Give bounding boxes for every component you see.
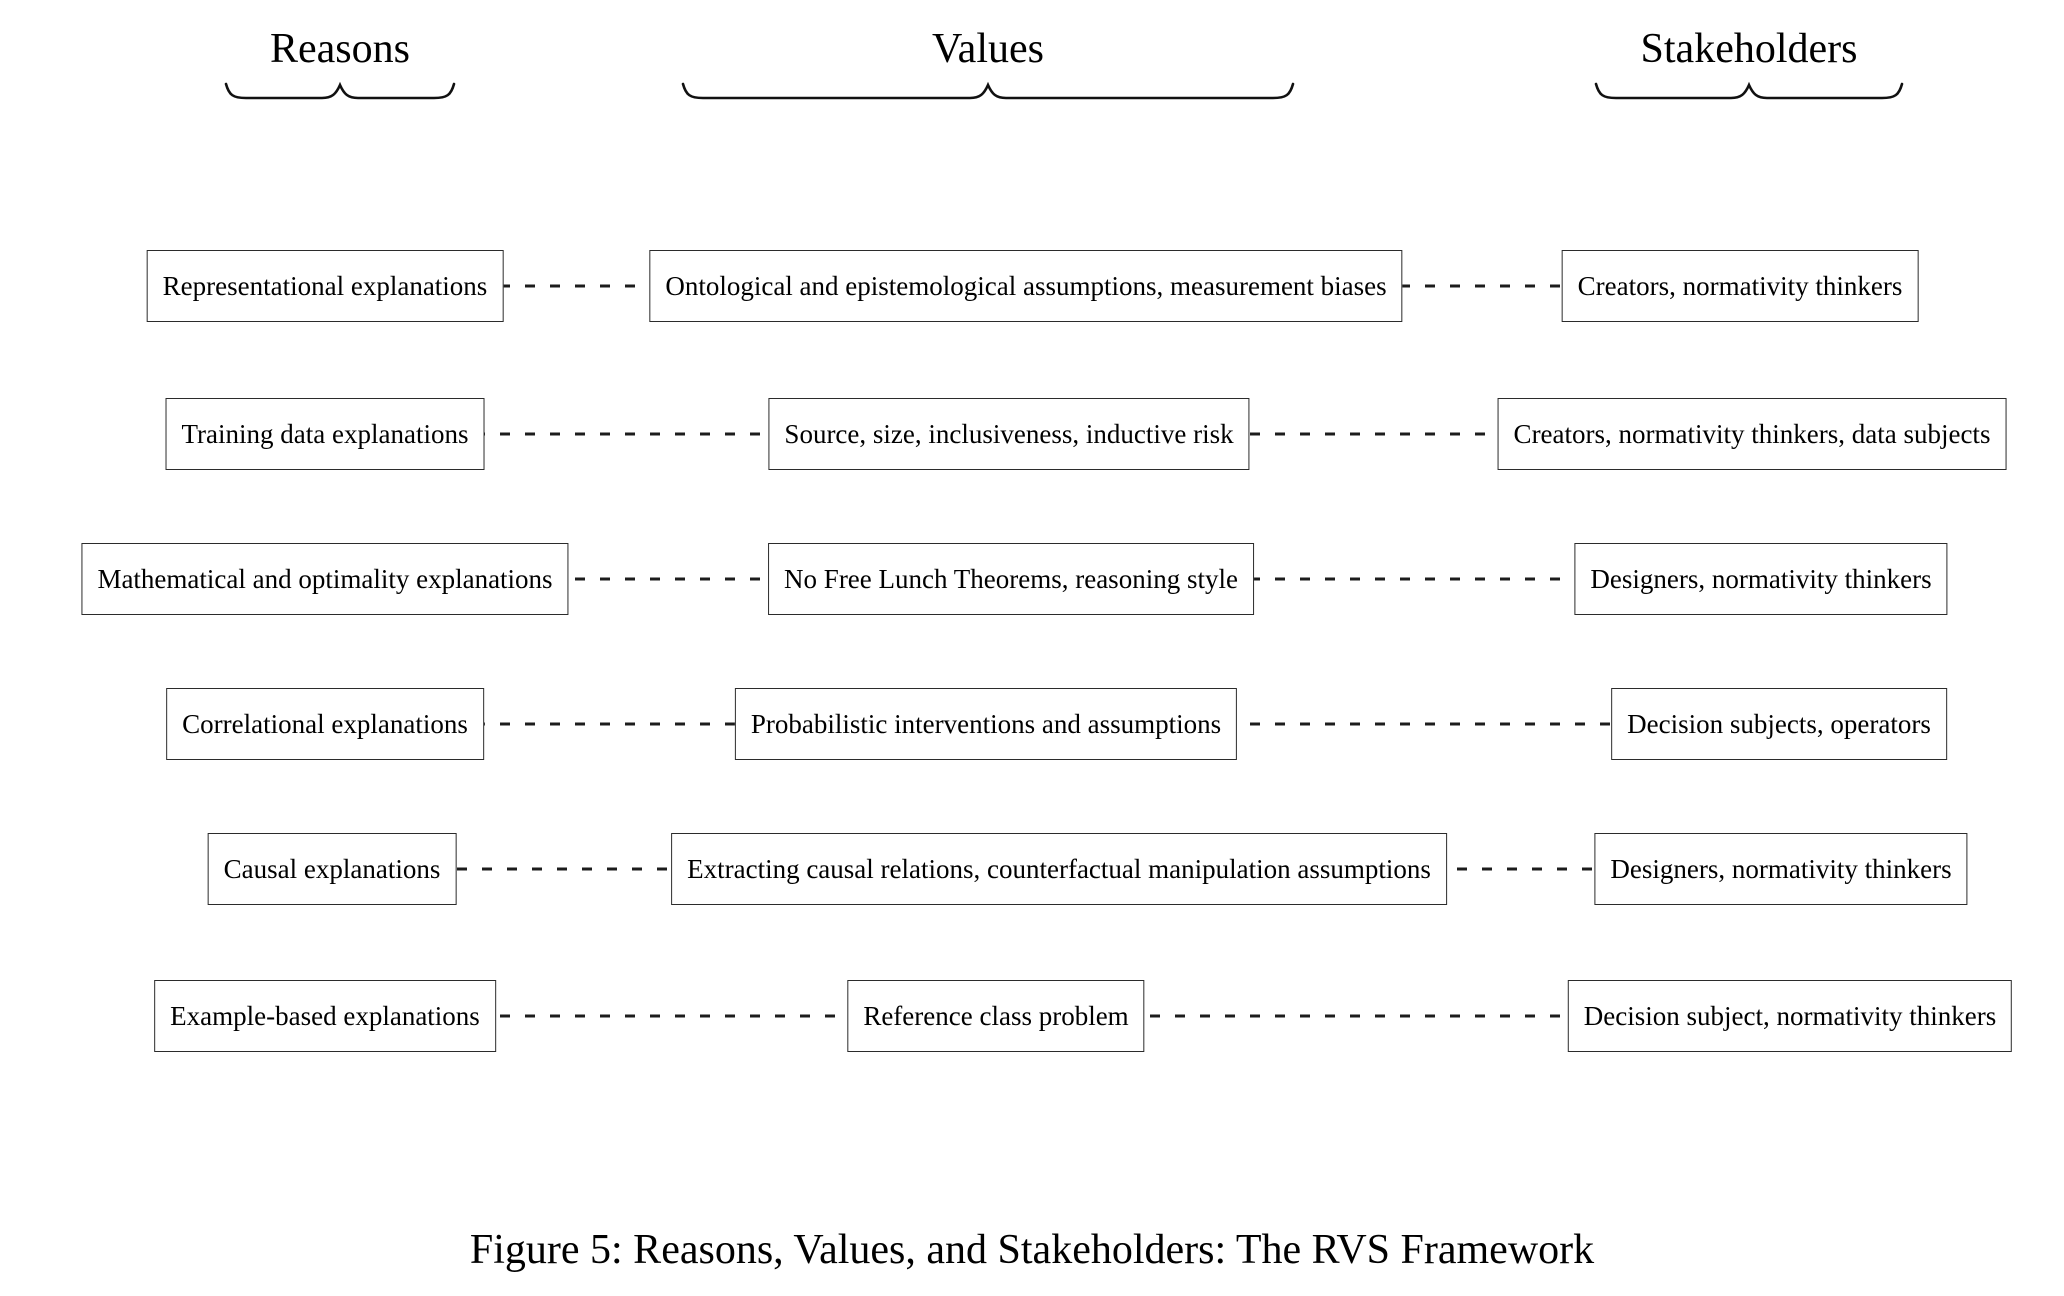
- column-header-reasons: Reasons: [270, 26, 410, 72]
- figure-caption: Figure 5: Reasons, Values, and Stakehold…: [469, 1227, 1595, 1273]
- stakeholder-box-1: Creators, normativity thinkers: [1561, 250, 1919, 322]
- value-box-4: Probabilistic interventions and assumpti…: [734, 688, 1238, 760]
- column-header-values: Values: [932, 26, 1044, 72]
- value-box-1: Ontological and epistemological assumpti…: [649, 250, 1403, 322]
- reason-box-3: Mathematical and optimality explanations: [81, 543, 569, 615]
- stakeholder-box-5: Designers, normativity thinkers: [1594, 833, 1968, 905]
- stakeholder-box-3: Designers, normativity thinkers: [1574, 543, 1948, 615]
- value-box-3: No Free Lunch Theorems, reasoning style: [768, 543, 1254, 615]
- reason-box-5: Causal explanations: [207, 833, 457, 905]
- values-brace-icon: [681, 81, 1295, 100]
- reason-box-6: Example-based explanations: [154, 980, 496, 1052]
- reason-box-1: Representational explanations: [146, 250, 504, 322]
- reason-box-4: Correlational explanations: [166, 688, 484, 760]
- column-header-stakeholders: Stakeholders: [1640, 26, 1858, 72]
- stakeholders-brace-icon: [1594, 81, 1904, 100]
- stakeholder-box-2: Creators, normativity thinkers, data sub…: [1497, 398, 2007, 470]
- stakeholder-box-6: Decision subject, normativity thinkers: [1567, 980, 2013, 1052]
- value-box-2: Source, size, inclusiveness, inductive r…: [768, 398, 1250, 470]
- value-box-6: Reference class problem: [847, 980, 1145, 1052]
- reasons-brace-icon: [224, 81, 456, 100]
- reason-box-2: Training data explanations: [165, 398, 485, 470]
- value-box-5: Extracting causal relations, counterfact…: [671, 833, 1447, 905]
- stakeholder-box-4: Decision subjects, operators: [1611, 688, 1947, 760]
